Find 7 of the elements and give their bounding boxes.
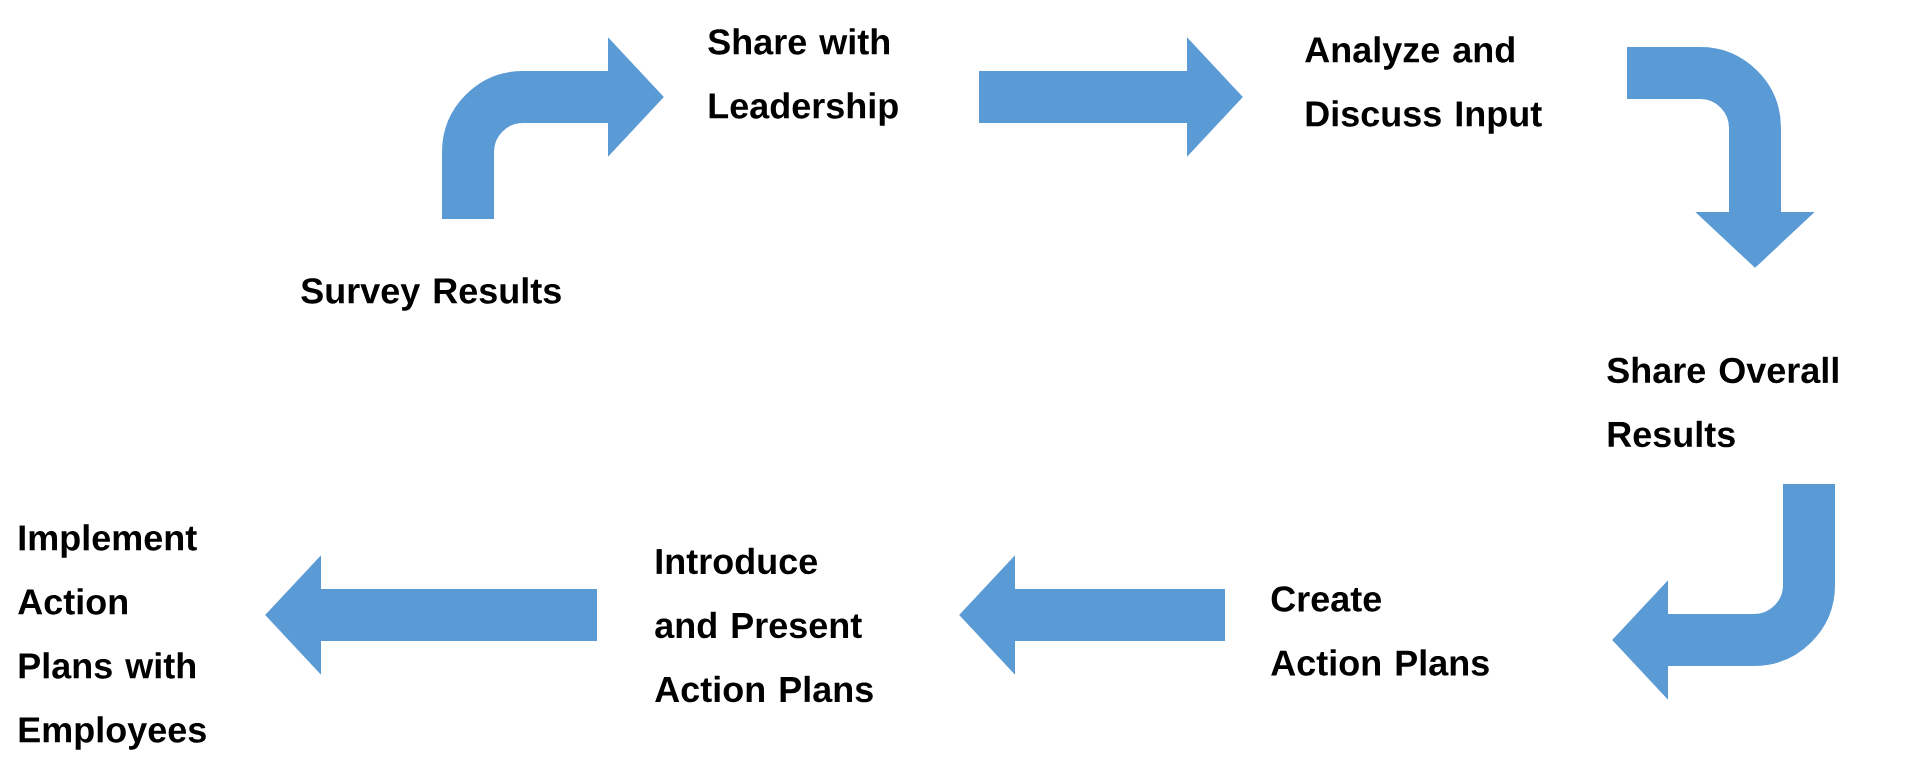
step-label: Analyze and Discuss Input bbox=[1305, 36, 1542, 134]
step-label: Create Action Plans bbox=[1271, 586, 1489, 676]
step-label: Survey Results bbox=[301, 277, 561, 311]
step-label: Share with Leadership bbox=[708, 28, 898, 126]
step-label: Implement Action Plans with Employees bbox=[18, 524, 206, 750]
step-label: Introduce and Present Action Plans bbox=[655, 547, 873, 703]
step-label: Share Overall Results bbox=[1607, 356, 1838, 448]
